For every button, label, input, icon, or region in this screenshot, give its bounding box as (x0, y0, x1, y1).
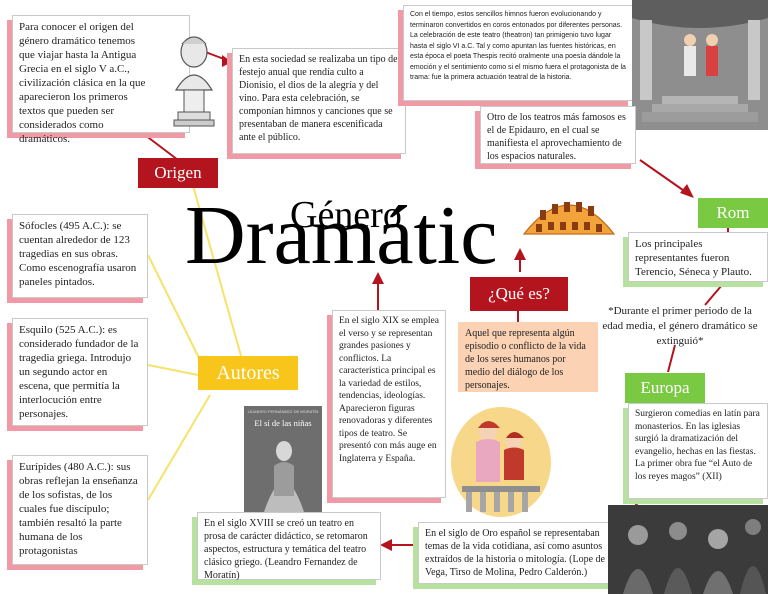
europa-box: Surgieron comedias en latín para monaste… (628, 403, 768, 499)
sofocles-text: Sófocles (495 A.C.): se cuentan alrededo… (19, 220, 137, 288)
esquilo-text: Esquilo (525 A.C.): es considerado funda… (19, 324, 139, 420)
europa-text: Surgieron comedias en latín para monaste… (635, 409, 760, 482)
festejo-box: En esta sociedad se realizaba un tipo de… (232, 48, 406, 154)
festejo-text: En esta sociedad se realizaba un tipo de… (239, 54, 398, 143)
epidauro-box: Otro de los teatros más famosos es el de… (480, 106, 636, 164)
quote-text: *Durante el primer periodo de la edad me… (602, 305, 758, 347)
origen-label: Origen (138, 158, 218, 188)
siglo-xviii-text: En el siglo XVIII se creó un teatro en p… (204, 518, 368, 581)
siglo-xix-text: En el siglo XIX se emplea el verso y se … (339, 316, 439, 464)
siglo-oro-text: En el siglo de Oro español se representa… (425, 528, 605, 578)
medieval-painting-image (608, 505, 768, 594)
romanos-text: Los principales representantes fueron Te… (635, 238, 752, 278)
theater-stage-image (632, 0, 768, 130)
romeo-juliet-image (448, 402, 554, 522)
title-top: Género (290, 194, 402, 236)
intro-text: Para conocer el origen del género dramát… (19, 21, 146, 145)
book-cover-image: LEANDRO FERNÁNDEZ DE MORATÍN El sí de la… (244, 406, 322, 512)
esquilo-box: Esquilo (525 A.C.): es considerado funda… (12, 318, 148, 426)
autores-label: Autores (198, 356, 298, 390)
que-es-label: ¿Qué es? (470, 277, 568, 311)
siglo-oro-box: En el siglo de Oro español se representa… (418, 522, 614, 584)
euripides-box: Eurípides (480 A.C.): sus obras reflejan… (12, 455, 148, 565)
romanos-box: Los principales representantes fueron Te… (628, 232, 768, 282)
book-author: LEANDRO FERNÁNDEZ DE MORATÍN (247, 409, 319, 414)
greek-bust-icon (168, 30, 220, 130)
epidauro-text: Otro de los teatros más famosos es el de… (487, 112, 626, 162)
siglo-xviii-box: En el siglo XVIII se creó un teatro en p… (197, 512, 381, 581)
definicion-text: Aquel que representa algún episodio o co… (465, 328, 586, 391)
page-title: Dramátic (185, 189, 498, 282)
europa-label: Europa (625, 373, 705, 403)
tespis-text: Con el tiempo, estos sencillos himnos fu… (410, 11, 626, 81)
siglo-xix-box: En el siglo XIX se emplea el verso y se … (332, 310, 446, 498)
tespis-box: Con el tiempo, estos sencillos himnos fu… (403, 5, 633, 101)
intro-box: Para conocer el origen del género dramát… (12, 15, 190, 145)
colosseum-icon (520, 178, 618, 240)
rom-label: Rom (698, 198, 768, 228)
euripides-text: Eurípides (480 A.C.): sus obras reflejan… (19, 461, 138, 557)
sofocles-box: Sófocles (495 A.C.): se cuentan alrededo… (12, 214, 148, 298)
definicion-box: Aquel que representa algún episodio o co… (458, 322, 598, 392)
book-title: El sí de las niñas (254, 418, 312, 428)
